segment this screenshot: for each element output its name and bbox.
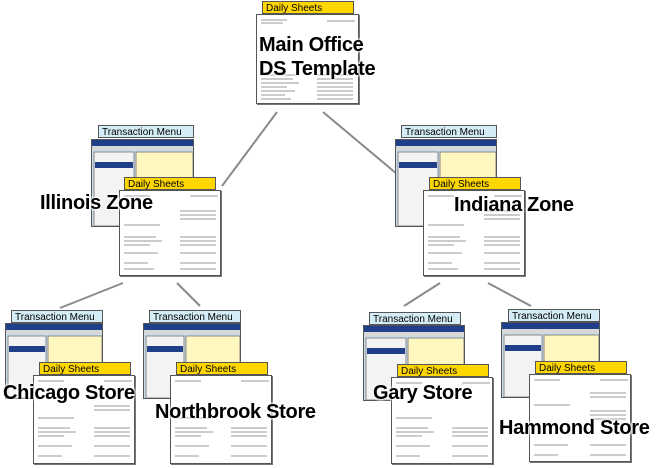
gary-transaction-menu-tag: Transaction Menu <box>369 312 461 325</box>
root-daily-sheet-thumbnail <box>256 14 359 104</box>
illinois-zone-label: Illinois Zone <box>40 192 153 214</box>
indiana-daily-sheet-thumbnail <box>423 190 525 276</box>
gary-daily-sheets-tag: Daily Sheets <box>397 364 489 377</box>
connector-illinois-chicago <box>59 282 124 309</box>
hammond-daily-sheet-thumbnail <box>529 374 631 462</box>
chicago-daily-sheets-tag: Daily Sheets <box>39 362 131 375</box>
connector-indiana-hammond <box>487 282 532 307</box>
northbrook-store-label: Northbrook Store <box>155 401 316 423</box>
connector-illinois-northbrook <box>176 282 201 307</box>
report-lines-icon <box>38 380 132 457</box>
chicago-store-label: Chicago Store <box>3 382 135 404</box>
report-lines-icon <box>175 380 269 457</box>
northbrook-daily-sheet-thumbnail <box>170 375 272 464</box>
chicago-daily-sheet-thumbnail <box>33 375 135 464</box>
root-title-line1: Main Office <box>259 34 364 56</box>
report-lines-icon <box>261 19 355 100</box>
report-lines-icon <box>534 379 628 456</box>
northbrook-transaction-menu-tag: Transaction Menu <box>149 310 241 323</box>
illinois-daily-sheet-thumbnail <box>119 190 221 276</box>
hammond-transaction-menu-tag: Transaction Menu <box>508 309 600 322</box>
connector-root-illinois <box>221 111 278 187</box>
gary-daily-sheet-thumbnail <box>391 377 493 464</box>
indiana-transaction-menu-tag: Transaction Menu <box>401 125 497 138</box>
hammond-daily-sheets-tag: Daily Sheets <box>535 361 627 374</box>
chicago-transaction-menu-tag: Transaction Menu <box>11 310 103 323</box>
root-daily-sheets-tag: Daily Sheets <box>262 1 354 14</box>
hammond-store-label: Hammond Store <box>499 417 650 439</box>
gary-store-label: Gary Store <box>373 382 473 404</box>
indiana-daily-sheets-tag: Daily Sheets <box>429 177 521 190</box>
report-lines-icon <box>428 195 522 270</box>
connector-indiana-gary <box>403 282 441 307</box>
northbrook-daily-sheets-tag: Daily Sheets <box>176 362 268 375</box>
report-lines-icon <box>396 382 490 457</box>
illinois-transaction-menu-tag: Transaction Menu <box>98 125 194 138</box>
root-title-line2: DS Template <box>259 58 376 80</box>
indiana-zone-label: Indiana Zone <box>454 194 574 216</box>
illinois-daily-sheets-tag: Daily Sheets <box>124 177 216 190</box>
report-lines-icon <box>124 195 218 270</box>
connector-root-indiana <box>322 111 398 175</box>
